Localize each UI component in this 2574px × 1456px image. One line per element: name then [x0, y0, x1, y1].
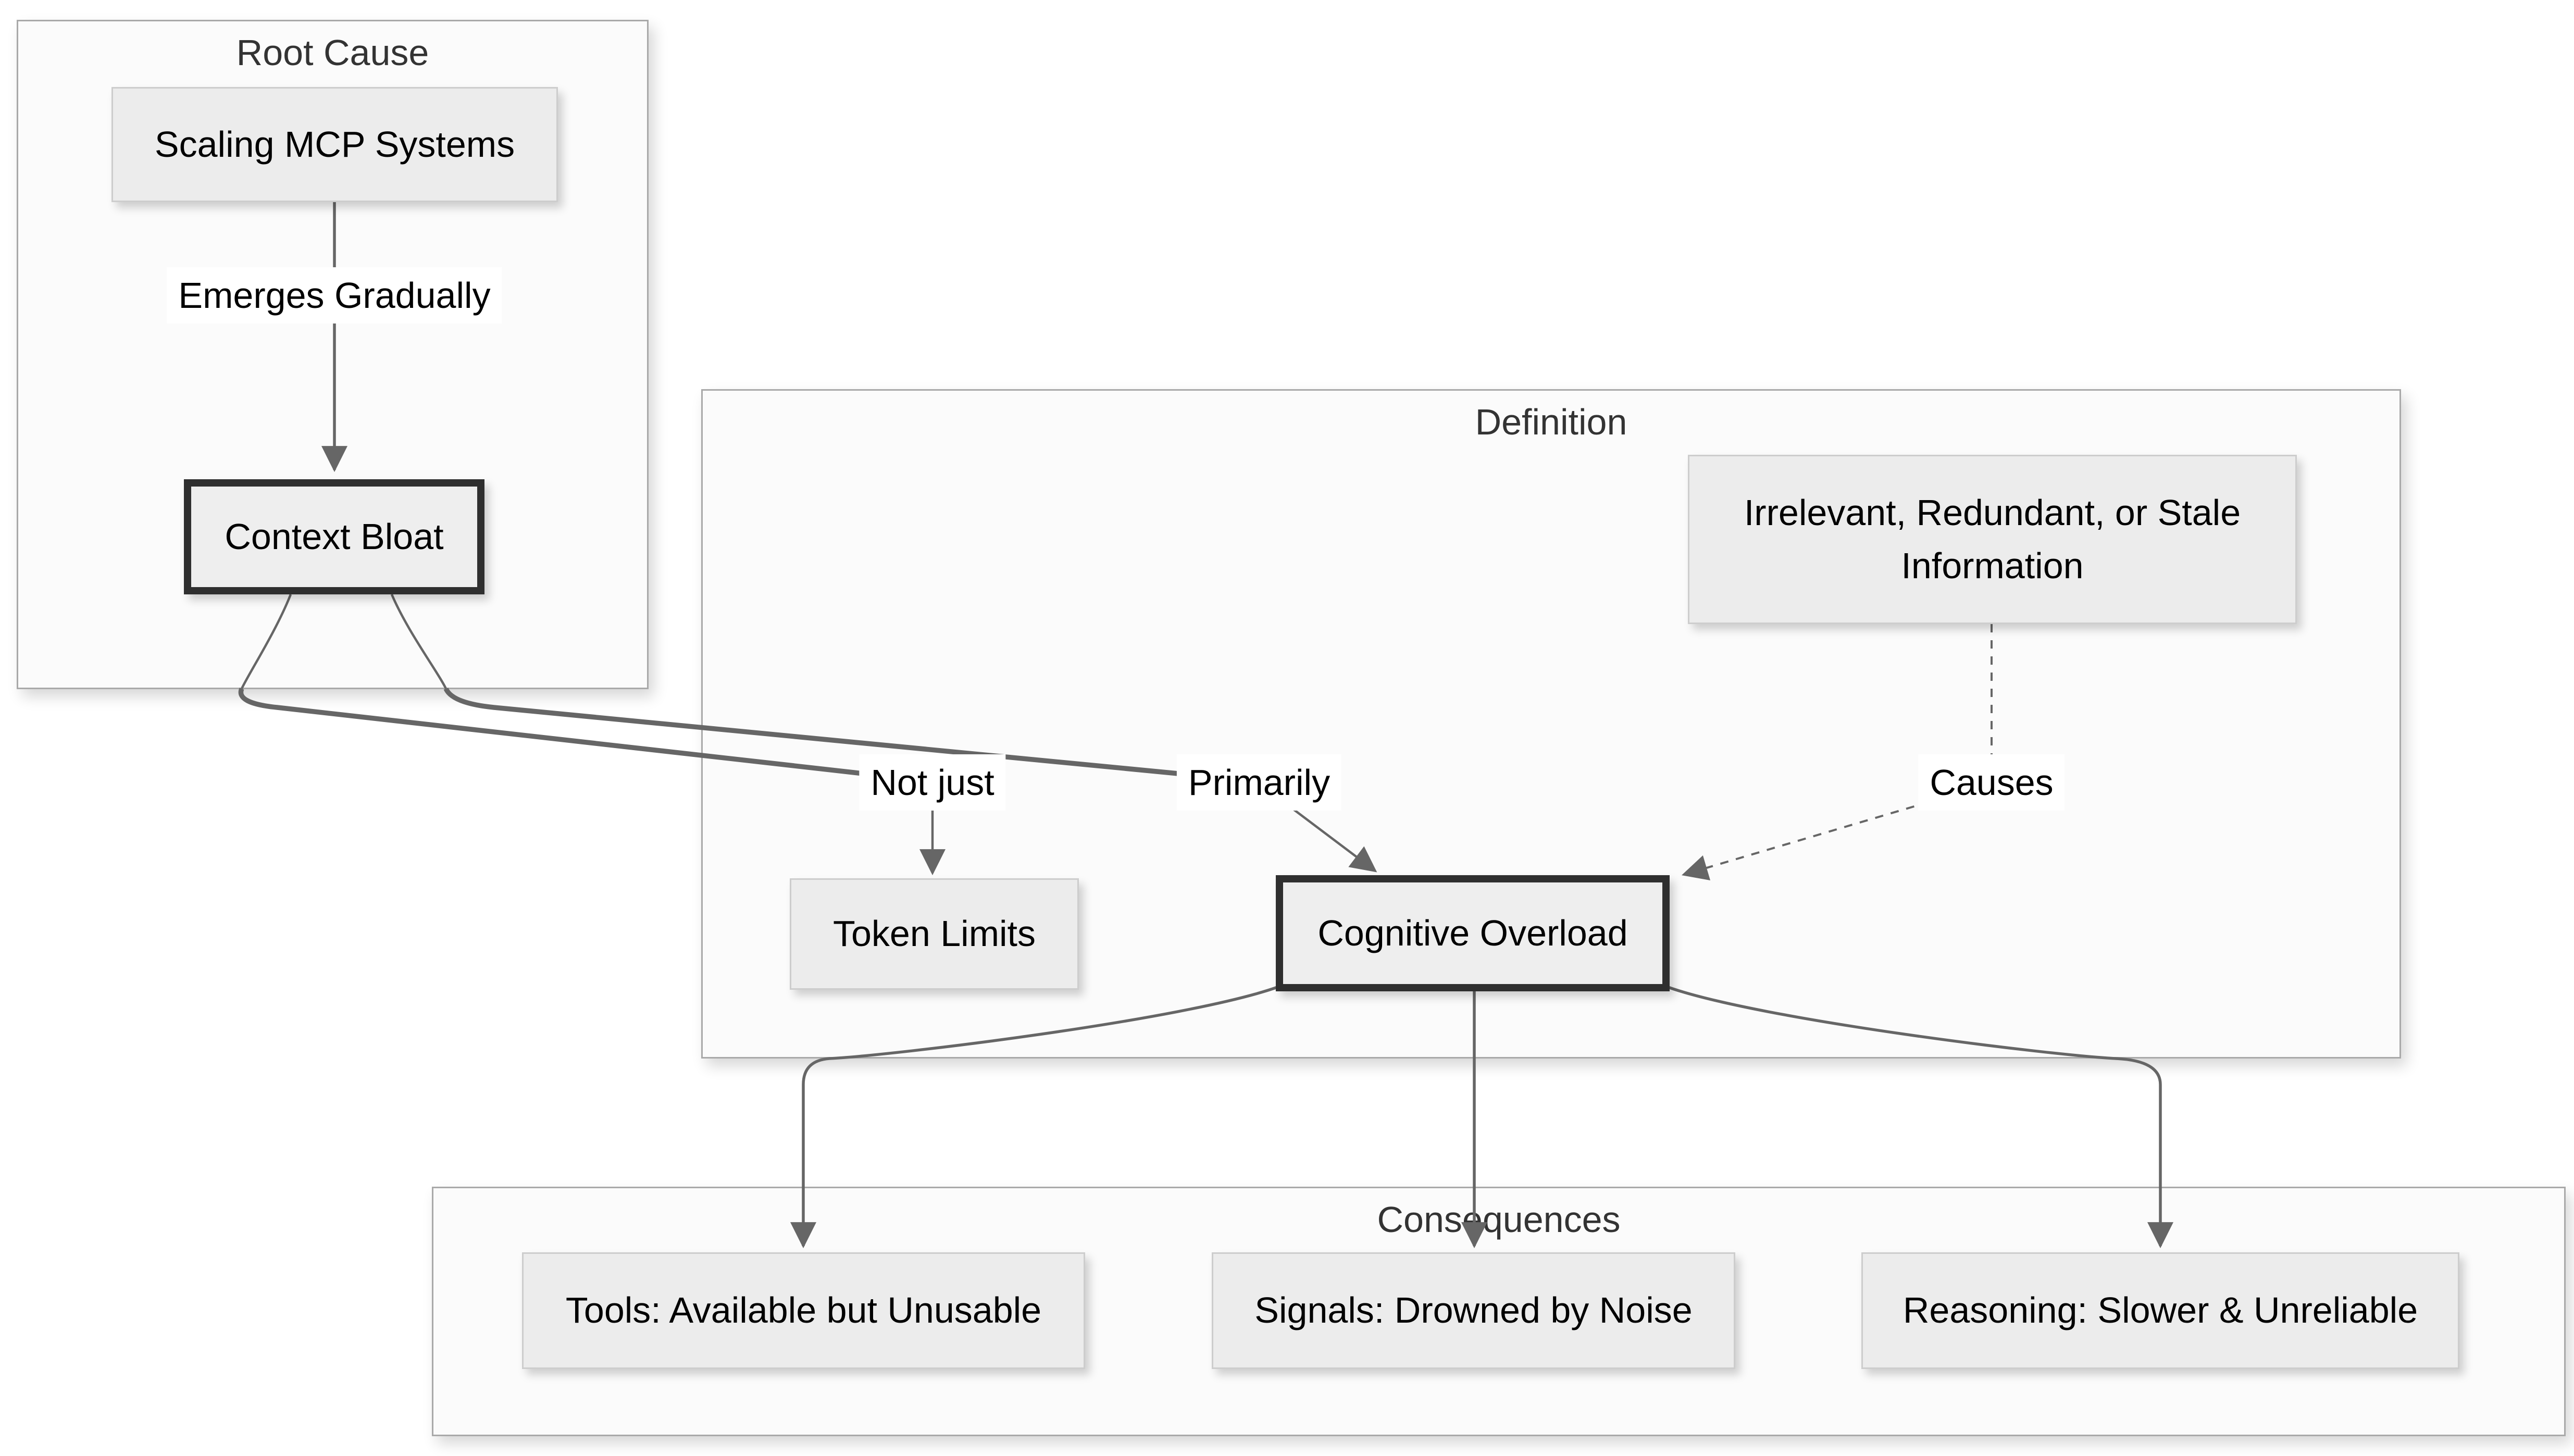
node-context-bloat: Context Bloat: [184, 479, 484, 594]
edge-context-bloat-stub-right: [390, 594, 447, 689]
node-tools-available-but-unusable: Tools: Available but Unusable: [522, 1252, 1085, 1369]
edge-label-emerges-gradually: Emerges Gradually: [167, 267, 502, 323]
container-title-root-cause: Root Cause: [236, 32, 429, 73]
node-token-limits: Token Limits: [790, 878, 1079, 990]
edge-context-bloat-to-primarily: [443, 687, 1260, 784]
container-title-consequences: Consequences: [1377, 1199, 1621, 1240]
node-scaling-mcp-systems: Scaling MCP Systems: [111, 87, 558, 202]
node-label-context-bloat: Context Bloat: [225, 516, 444, 557]
node-label-token-limits: Token Limits: [832, 913, 1036, 954]
node-label-reasoning-slower-unreliable: Reasoning: Slower & Unreliable: [1902, 1290, 2418, 1331]
edge-context-bloat-to-not-just: [238, 688, 933, 784]
node-signals-drowned-by-noise: Signals: Drowned by Noise: [1212, 1252, 1735, 1369]
node-irrelevant-redundant-stale: Irrelevant, Redundant, or Stale Informat…: [1688, 455, 2297, 624]
node-label-cognitive-overload: Cognitive Overload: [1317, 912, 1628, 953]
node-label-scaling-mcp-systems: Scaling MCP Systems: [154, 123, 515, 165]
edge-label-primarily: Primarily: [1176, 754, 1342, 811]
node-label-tools-available-but-unusable: Tools: Available but Unusable: [565, 1290, 1042, 1331]
edge-context-bloat-stub-left: [240, 594, 292, 689]
edge-cognitive-overload-to-tools: [790, 986, 1278, 1249]
node-reasoning-slower-unreliable: Reasoning: Slower & Unreliable: [1861, 1252, 2459, 1369]
node-label-irrelevant-redundant-stale: Irrelevant, Redundant, or Stale Informat…: [1744, 492, 2241, 586]
edge-label-causes: Causes: [1918, 754, 2065, 811]
edge-label-not-just: Not just: [859, 754, 1006, 811]
node-cognitive-overload: Cognitive Overload: [1276, 875, 1670, 991]
edge-cognitive-overload-to-reasoning: [1668, 986, 2173, 1249]
node-label-signals-drowned-by-noise: Signals: Drowned by Noise: [1254, 1290, 1693, 1331]
container-title-definition: Definition: [1475, 402, 1627, 442]
